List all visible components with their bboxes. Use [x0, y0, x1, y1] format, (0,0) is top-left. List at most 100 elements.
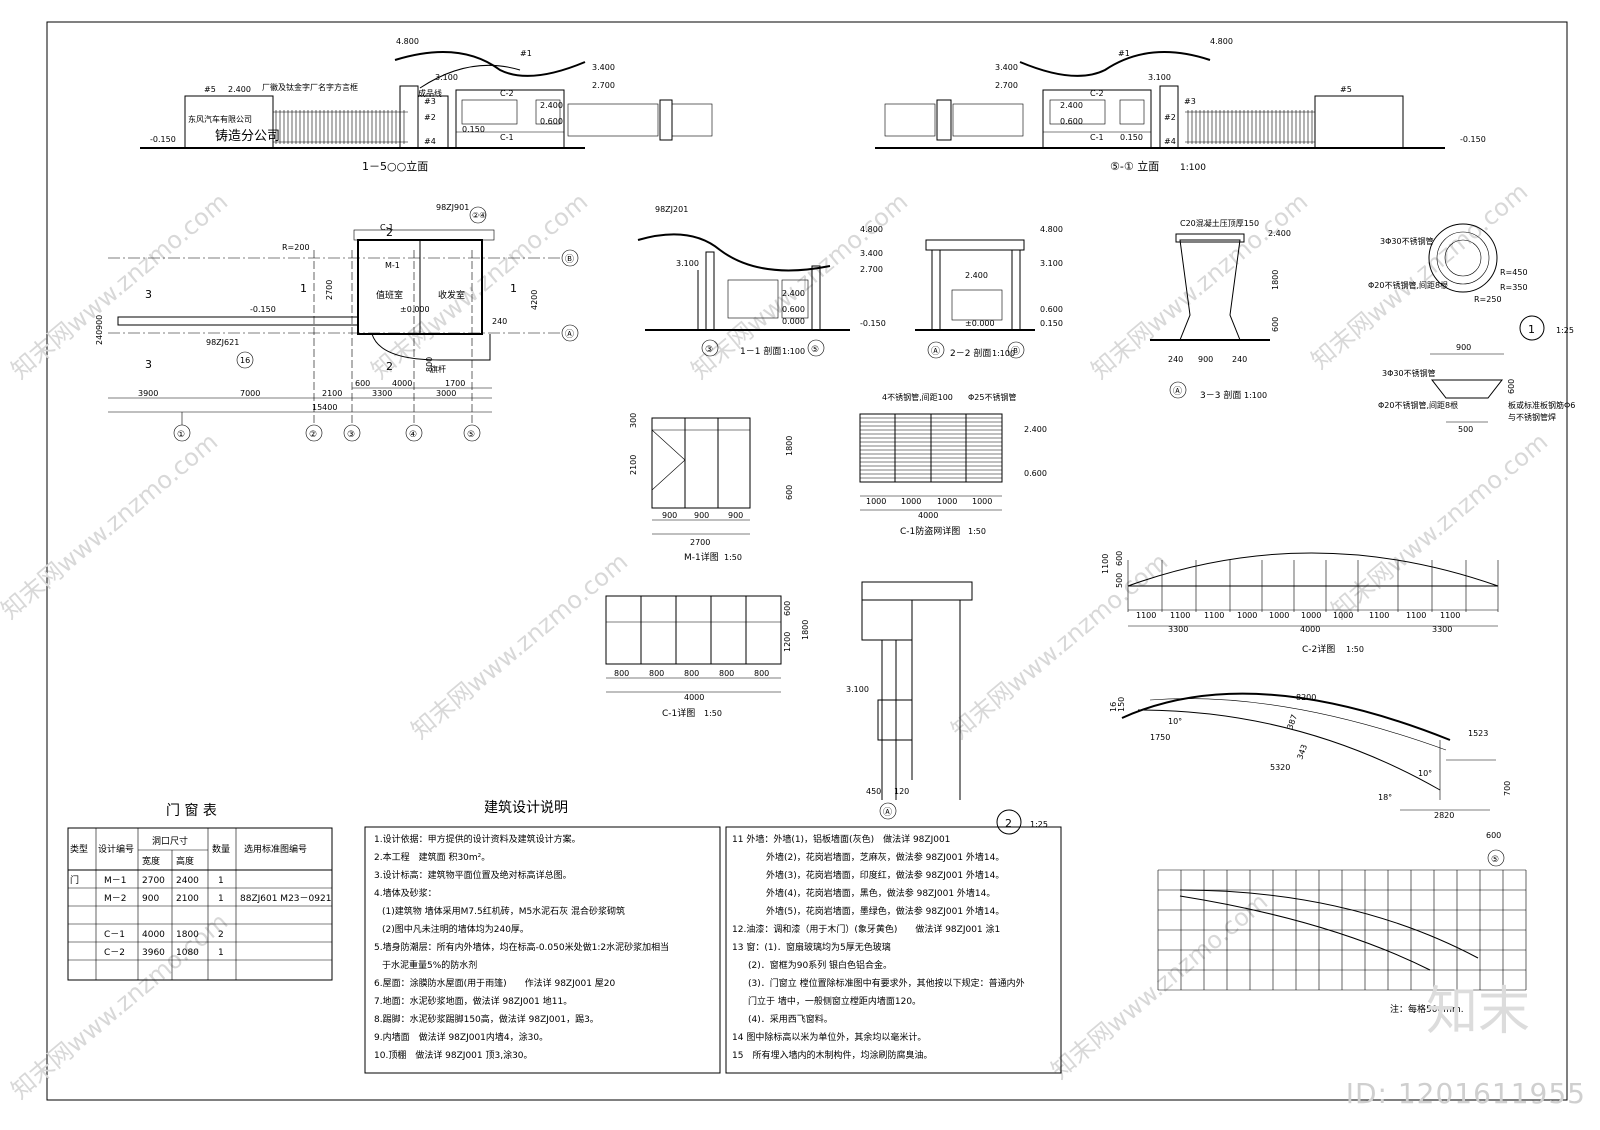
detail-title: C-2详图	[1302, 643, 1335, 655]
scale-label: 1:25	[1556, 326, 1574, 335]
mark: #4	[1164, 137, 1176, 146]
guardhouse-left-elev	[455, 89, 565, 149]
detail-title: C-1详图	[662, 707, 695, 719]
mark: #3	[424, 97, 436, 106]
note-line: 6.屋面：涂膜防水屋面(用于雨篷) 作法详 98ZJ001 屋20	[374, 977, 616, 989]
level-label: 2.400	[540, 101, 563, 110]
dim: 387	[1285, 713, 1299, 730]
scale-label: 1:100	[992, 349, 1015, 358]
axis-label: ③	[347, 430, 355, 440]
dim: 1100	[1406, 611, 1426, 620]
dim: 1100	[1170, 611, 1190, 620]
axis-bubbles: ① ② ③ ④ ⑤ Ⓑ Ⓐ	[173, 249, 579, 442]
table-cell: 88ZJ601 M23－0921	[240, 894, 331, 904]
dim: 800	[614, 669, 629, 678]
radius-label: R=200	[282, 243, 310, 252]
scale-label: 1:25	[1030, 820, 1048, 829]
dim: 1000	[1237, 611, 1257, 620]
note-line: 于水泥重量5%的防水剂	[382, 959, 477, 971]
table-cell: 1	[218, 894, 224, 904]
table-cell: 2700	[142, 876, 165, 886]
level-label: 0.150	[1040, 319, 1063, 328]
note-line: 14 图中除标高以米为单位外，其余均以毫米计。	[732, 1031, 926, 1043]
note-label: 4不锈钢管,间距100	[882, 392, 953, 402]
mark: #5	[204, 85, 216, 94]
dim: 600	[785, 485, 794, 500]
note-label: 3Φ30不锈钢管	[1382, 368, 1436, 378]
section-title: 2－2 剖面	[950, 347, 991, 359]
level-label: 2.700	[592, 81, 615, 90]
axis-label: Ⓐ	[883, 807, 892, 818]
dim: 2100	[629, 455, 638, 475]
dim: 4000	[918, 511, 938, 520]
note-label: R=450	[1500, 268, 1528, 277]
elevation-left: 东风汽车有限公司 铸造分公司 厂徽及钛金字厂名字方言框 #5 2.400 4.8…	[140, 37, 713, 173]
dim: 800	[684, 669, 699, 678]
label: M-1	[385, 261, 400, 270]
dim: 800	[649, 669, 664, 678]
note-line: 9.内墙面 做法详 98ZJ001内墙4，涂30。	[374, 1031, 548, 1043]
scale-label: 1:100	[1180, 163, 1206, 173]
dim: 1700	[445, 379, 465, 388]
dim: 600	[1115, 551, 1124, 566]
watermark: 知末网www.znzmo.com	[0, 428, 223, 625]
id-label: ID: 1201611955	[1345, 1077, 1586, 1110]
mark: #2	[1164, 113, 1176, 122]
dim: 1100	[1369, 611, 1389, 620]
detail-title: M-1详图	[684, 551, 719, 563]
fence-bars	[275, 110, 405, 144]
level-label: 0.600	[1024, 469, 1047, 478]
gate-pillar-right	[399, 85, 419, 149]
dim: 3000	[436, 389, 456, 398]
ref-num: ②④	[472, 211, 486, 220]
sheet-border	[46, 21, 1568, 1101]
dim: 1100	[1136, 611, 1156, 620]
dim: 16	[1109, 702, 1118, 712]
table-header: 选用标准图编号	[244, 843, 307, 855]
level-label: 3.100	[846, 685, 869, 694]
note-line: 外墙(4)，花岗岩墙面，黑色，做法参 98ZJ001 外墙14。	[766, 887, 995, 899]
angle: 18°	[1378, 793, 1392, 802]
notes-title: 建筑设计说明	[484, 800, 568, 816]
detail-1: 3Φ30不锈钢管 Φ20不锈钢管,间距8根 R=450 R=350 R=250 …	[1368, 223, 1575, 434]
axis-label: ⑤	[811, 345, 819, 355]
dim: 1800	[1271, 270, 1280, 290]
dim: 2100	[322, 389, 342, 398]
dim: 240	[95, 330, 104, 345]
section-mark: 3	[145, 288, 152, 301]
dim: 900	[95, 315, 104, 330]
note-label: Φ25不锈钢管	[968, 392, 1016, 402]
table-cell: C－1	[104, 930, 125, 940]
mark: C-1	[1090, 133, 1104, 142]
scale-label: 1:100	[782, 347, 805, 356]
room-label: 值班室	[376, 289, 403, 301]
axis-label: Ⓐ	[565, 329, 574, 340]
note-line: 门立于 墙中，一般侧窗立樘距内墙面120。	[748, 995, 921, 1007]
section-3-3: C20混凝土压顶厚150 2.400 240 900 240 1800 600 …	[1150, 218, 1291, 401]
section-mark: 1	[300, 282, 307, 295]
level-label: 4.800	[1040, 225, 1063, 234]
note-line: 外墙(2)，花岗岩墙面，芝麻灰，做法参 98ZJ001 外墙14。	[766, 851, 1004, 863]
dim: 2820	[1434, 811, 1454, 820]
dim: 1800	[801, 620, 810, 640]
level-label: 3.100	[1148, 73, 1171, 82]
axis-label: ⑤	[1491, 855, 1499, 865]
level-label: 2.400	[782, 289, 805, 298]
section-title: 3－3 剖面	[1200, 389, 1241, 401]
detail-num: 2	[1005, 817, 1012, 830]
section-title: 1－1 剖面	[740, 345, 781, 357]
mark: C-2	[1090, 89, 1104, 98]
label: 旗杆	[430, 364, 446, 374]
note-line: 3.设计标高：建筑物平面位置及绝对标高详总图。	[374, 869, 572, 881]
dim: 240	[492, 317, 507, 326]
scale-label: 1:50	[724, 553, 742, 562]
dim: 3300	[1168, 625, 1188, 634]
dim: 1523	[1468, 729, 1488, 738]
dim: 150	[1117, 697, 1126, 712]
gate-track	[117, 316, 359, 326]
table-header: 设计编号	[98, 843, 134, 855]
scale-label: 1:50	[704, 709, 722, 718]
site-plan: 值班室 收发室 ±0.000 -0.150 R=200 98ZJ901 ②④ 9…	[95, 203, 579, 442]
canopy-curve	[394, 51, 586, 77]
